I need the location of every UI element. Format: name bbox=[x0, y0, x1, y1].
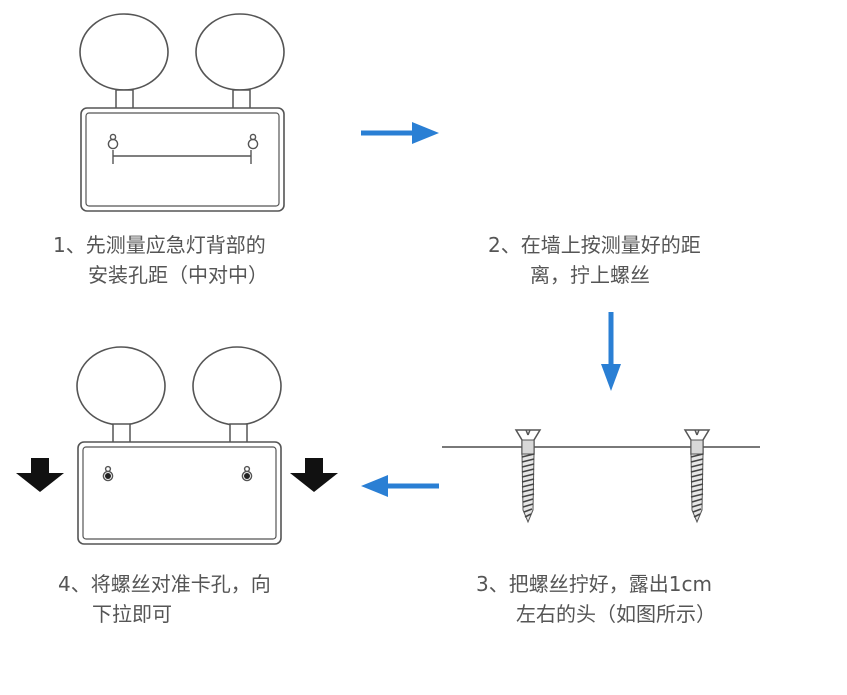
screw-icon bbox=[684, 429, 710, 523]
light-body-inner bbox=[85, 112, 280, 207]
flow-arrow-down bbox=[601, 312, 621, 391]
step1-caption-line2: 安装孔距（中对中） bbox=[88, 263, 268, 287]
lamp-head-right bbox=[192, 346, 282, 426]
step4-caption-line1: 4、将螺丝对准卡孔，向 bbox=[58, 572, 271, 596]
step3-caption-line2: 左右的头（如图所示） bbox=[516, 602, 716, 626]
lamp-neck-left bbox=[112, 423, 131, 444]
light-body-inner bbox=[82, 446, 277, 540]
step4-caption-line2: 下拉即可 bbox=[92, 602, 172, 626]
flow-arrow-left bbox=[361, 475, 439, 497]
step3-caption: 3、把螺丝拧好，露出1cm 左右的头（如图所示） bbox=[476, 569, 716, 629]
step4-caption: 4、将螺丝对准卡孔，向 下拉即可 bbox=[58, 569, 271, 629]
flow-arrow-right bbox=[361, 122, 439, 144]
lamp-head-left bbox=[76, 346, 166, 426]
step3-caption-line1: 3、把螺丝拧好，露出1cm bbox=[476, 572, 712, 596]
lamp-head-right bbox=[195, 13, 285, 91]
step2-caption-line2: 离，拧上螺丝 bbox=[530, 263, 650, 287]
step1-caption-line1: 1、先测量应急灯背部的 bbox=[53, 233, 266, 257]
light-body-outer bbox=[80, 107, 285, 212]
lamp-head-left bbox=[79, 13, 169, 91]
step1-emergency-light bbox=[79, 13, 285, 212]
lamp-neck-right bbox=[229, 423, 248, 444]
step2-caption: 2、在墙上按测量好的距 离，拧上螺丝 bbox=[488, 230, 701, 290]
screw-icon bbox=[515, 429, 541, 523]
pull-down-arrow-left bbox=[16, 458, 64, 492]
measure-line bbox=[112, 150, 252, 164]
light-body-outer bbox=[77, 441, 282, 545]
step4-hang-light bbox=[16, 346, 338, 545]
pull-down-arrow-right bbox=[290, 458, 338, 492]
lamp-neck-left bbox=[115, 89, 134, 110]
step2-caption-line1: 2、在墙上按测量好的距 bbox=[488, 233, 701, 257]
lamp-neck-right bbox=[232, 89, 251, 110]
step1-caption: 1、先测量应急灯背部的 安装孔距（中对中） bbox=[53, 230, 268, 290]
step3-screws-in-wall bbox=[442, 429, 760, 523]
